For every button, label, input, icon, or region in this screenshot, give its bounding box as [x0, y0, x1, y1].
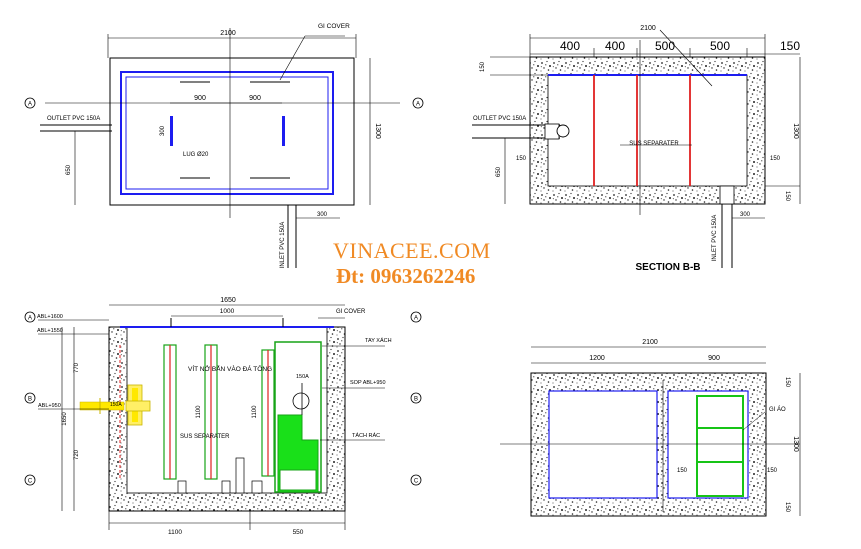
plan-span1: 900	[194, 95, 206, 102]
svg-text:1650: 1650	[62, 412, 68, 426]
svg-text:150: 150	[677, 468, 688, 474]
svg-text:1300: 1300	[792, 436, 799, 452]
lug-label: LUG Ø20	[183, 152, 209, 158]
svg-text:150: 150	[784, 502, 790, 513]
bb-dim-400b: 400	[605, 39, 625, 53]
svg-text:1100: 1100	[196, 405, 202, 419]
svg-text:150A: 150A	[296, 374, 309, 380]
svg-text:A: A	[28, 316, 32, 322]
svg-text:A: A	[414, 316, 418, 322]
bb-outlet-pipe-end	[556, 124, 570, 138]
bb-dim-150: 150	[780, 39, 800, 53]
aa-sop-label: SOP ABL+950	[350, 380, 386, 386]
aa-outlet-pipe	[79, 401, 125, 411]
section-lower-right: 2100 1200 900 1300 150 150 150 150 GI ÁO	[500, 339, 801, 517]
section-marker-left	[24, 97, 36, 109]
svg-text:150: 150	[516, 156, 527, 162]
section-marker-right	[412, 97, 424, 109]
svg-text:C: C	[28, 479, 33, 485]
svg-text:150: 150	[784, 377, 790, 388]
bb-dim-500a: 500	[655, 39, 675, 53]
svg-text:150: 150	[770, 156, 781, 162]
aa-width-dim: 1650	[220, 297, 236, 304]
plan-view: 2100 900 900 300 LUG Ø20 GI COVER 1300 O…	[24, 23, 424, 269]
svg-text:300: 300	[160, 125, 166, 136]
svg-text:900: 900	[708, 355, 720, 362]
plan-span2: 900	[249, 95, 261, 102]
svg-text:A: A	[28, 102, 32, 108]
plan-outer-wall	[109, 57, 355, 206]
section-bb: 2100 400 400 500 500 150 1300 150 150 15…	[472, 25, 800, 273]
plan-cover-frame	[120, 71, 334, 195]
aa-bolt-label: VÍT NỞ BẮN VÀO ĐÁ TÔNG	[188, 364, 272, 373]
svg-text:1300: 1300	[792, 123, 799, 139]
svg-text:B: B	[414, 397, 418, 403]
svg-text:150A: 150A	[110, 402, 122, 408]
lower-basket	[696, 395, 744, 497]
svg-text:A: A	[416, 102, 420, 108]
svg-text:720: 720	[74, 449, 80, 460]
section-bb-title: SECTION B-B	[636, 262, 701, 273]
aa-handle-label: TAY XÁCH	[365, 337, 392, 344]
bb-separator-label: SUS SEPARATER	[629, 141, 679, 147]
watermark-brand: VINACEE.COM	[333, 238, 491, 263]
svg-text:C: C	[414, 479, 419, 485]
svg-text:ABL+1600: ABL+1600	[37, 314, 63, 320]
section-aa: 150A 1650 1000 GI COVER 1100 550 770 720…	[24, 297, 422, 536]
svg-text:150: 150	[784, 191, 790, 202]
svg-text:2100: 2100	[642, 339, 658, 346]
svg-text:300: 300	[740, 212, 751, 218]
svg-text:150: 150	[767, 468, 778, 474]
svg-text:550: 550	[293, 529, 304, 536]
svg-text:150: 150	[480, 61, 486, 72]
aa-cover-label: GI COVER	[336, 309, 366, 315]
aa-separator-label: SUS SEPARATER	[180, 434, 230, 440]
plan-depth-dim: 1300	[374, 123, 381, 139]
lug-left	[170, 116, 173, 146]
svg-text:B: B	[28, 397, 32, 403]
aa-trash-label: TÁCH RÁC	[352, 432, 380, 439]
svg-text:300: 300	[317, 212, 328, 218]
plan-width-dim: 2100	[220, 30, 236, 37]
svg-text:1000: 1000	[220, 308, 235, 315]
svg-text:650: 650	[66, 164, 72, 175]
svg-text:650: 650	[496, 166, 502, 177]
svg-text:1100: 1100	[252, 405, 258, 419]
bb-inlet-label: INLET PVC 150A	[712, 215, 718, 262]
bb-dim-400a: 400	[560, 39, 580, 53]
bb-outlet-label: OUTLET PVC 150A	[473, 116, 526, 122]
svg-text:ABL+950: ABL+950	[38, 403, 61, 409]
lug-right	[282, 116, 285, 146]
svg-text:770: 770	[74, 362, 80, 373]
plan-inlet-label: INLET PVC 150A	[280, 222, 286, 269]
svg-text:1100: 1100	[168, 529, 182, 536]
svg-text:ABL+1550: ABL+1550	[37, 328, 63, 334]
watermark-phone: Đt: 0963262246	[336, 264, 475, 288]
svg-text:1200: 1200	[589, 355, 605, 362]
bb-dim-500b: 500	[710, 39, 730, 53]
lower-label: GI ÁO	[769, 406, 786, 413]
plan-cover-label: GI COVER	[318, 23, 350, 30]
plan-outlet-label: OUTLET PVC 150A	[47, 116, 100, 122]
svg-text:2100: 2100	[640, 25, 656, 32]
